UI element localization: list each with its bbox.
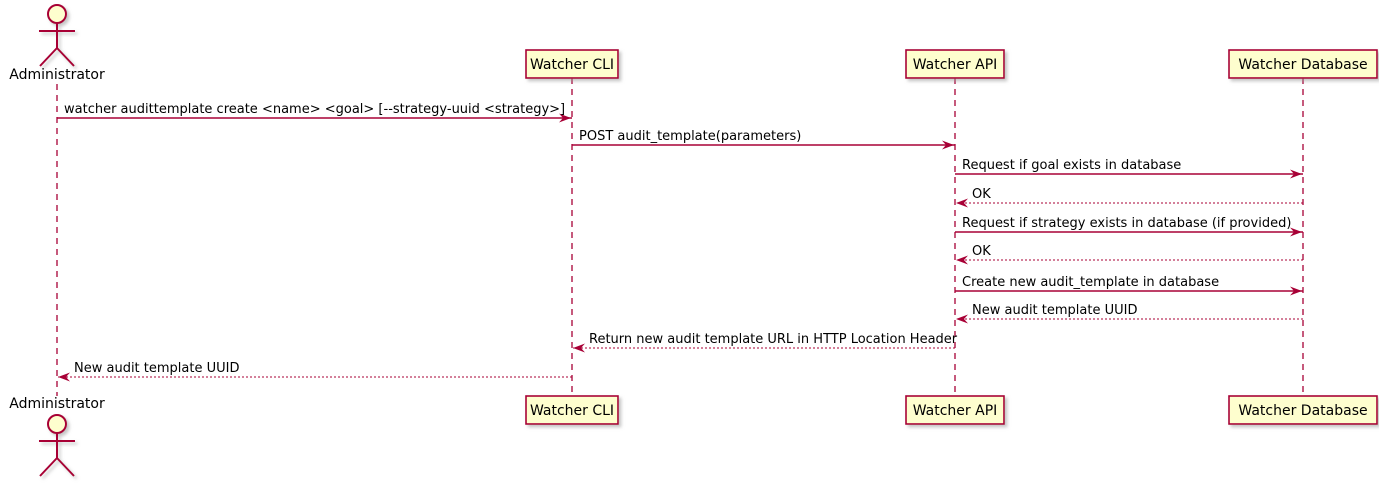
actor-figure-bottom <box>39 414 75 477</box>
message-arrowhead-icon <box>559 113 571 123</box>
message-label: Request if strategy exists in database (… <box>962 216 1291 231</box>
message-9: New audit template UUID <box>57 361 572 382</box>
message-arrowhead-icon <box>956 198 968 208</box>
participant-box <box>525 49 619 79</box>
participant-box <box>1228 49 1378 79</box>
actor-figure-top <box>39 4 75 67</box>
participant-label: Watcher API <box>913 57 998 73</box>
message-label: watcher audittemplate create <name> <goa… <box>64 102 565 117</box>
participant-label: Watcher CLI <box>530 57 614 73</box>
message-arrowhead-icon <box>956 255 968 265</box>
message-arrowhead-icon <box>956 314 968 324</box>
message-arrowhead-icon <box>1290 169 1302 179</box>
message-6: Create new audit_template in database <box>955 275 1303 296</box>
participant-watcher-cli-bottom: Watcher CLI <box>525 395 619 425</box>
actor-label-bottom: Administrator <box>9 396 105 412</box>
participant-box <box>1228 395 1378 425</box>
message-4: Request if strategy exists in database (… <box>955 216 1303 237</box>
participant-label: Watcher API <box>913 403 998 419</box>
message-3: OK <box>955 187 1303 208</box>
message-label: Return new audit template URL in HTTP Lo… <box>589 332 958 347</box>
message-label: New audit template UUID <box>972 303 1137 318</box>
message-arrowhead-icon <box>1290 286 1302 296</box>
message-label: OK <box>972 244 991 259</box>
actor-label-top: Administrator <box>9 67 105 83</box>
participant-label: Watcher Database <box>1238 403 1367 419</box>
message-2: Request if goal exists in database <box>955 158 1303 179</box>
participant-watcher-api-bottom: Watcher API <box>905 395 1005 425</box>
message-label: New audit template UUID <box>74 361 239 376</box>
participant-watcher-api-top: Watcher API <box>905 49 1005 79</box>
participant-watcher-database-bottom: Watcher Database <box>1228 395 1378 425</box>
message-label: OK <box>972 187 991 202</box>
message-arrowhead-icon <box>58 372 70 382</box>
message-arrowhead-icon <box>573 343 585 353</box>
participant-box <box>905 395 1005 425</box>
message-5: OK <box>955 244 1303 265</box>
message-7: New audit template UUID <box>955 303 1303 324</box>
participant-watcher-database-top: Watcher Database <box>1228 49 1378 79</box>
participant-box <box>525 395 619 425</box>
participant-label: Watcher CLI <box>530 403 614 419</box>
message-0: watcher audittemplate create <name> <goa… <box>57 102 572 123</box>
message-arrowhead-icon <box>942 140 954 150</box>
participant-label: Watcher Database <box>1238 57 1367 73</box>
message-1: POST audit_template(parameters) <box>572 129 955 150</box>
participant-box <box>905 49 1005 79</box>
message-label: Request if goal exists in database <box>962 158 1181 173</box>
message-label: POST audit_template(parameters) <box>579 129 801 144</box>
message-8: Return new audit template URL in HTTP Lo… <box>572 332 958 353</box>
message-label: Create new audit_template in database <box>962 275 1219 290</box>
message-arrowhead-icon <box>1290 227 1302 237</box>
participant-watcher-cli-top: Watcher CLI <box>525 49 619 79</box>
